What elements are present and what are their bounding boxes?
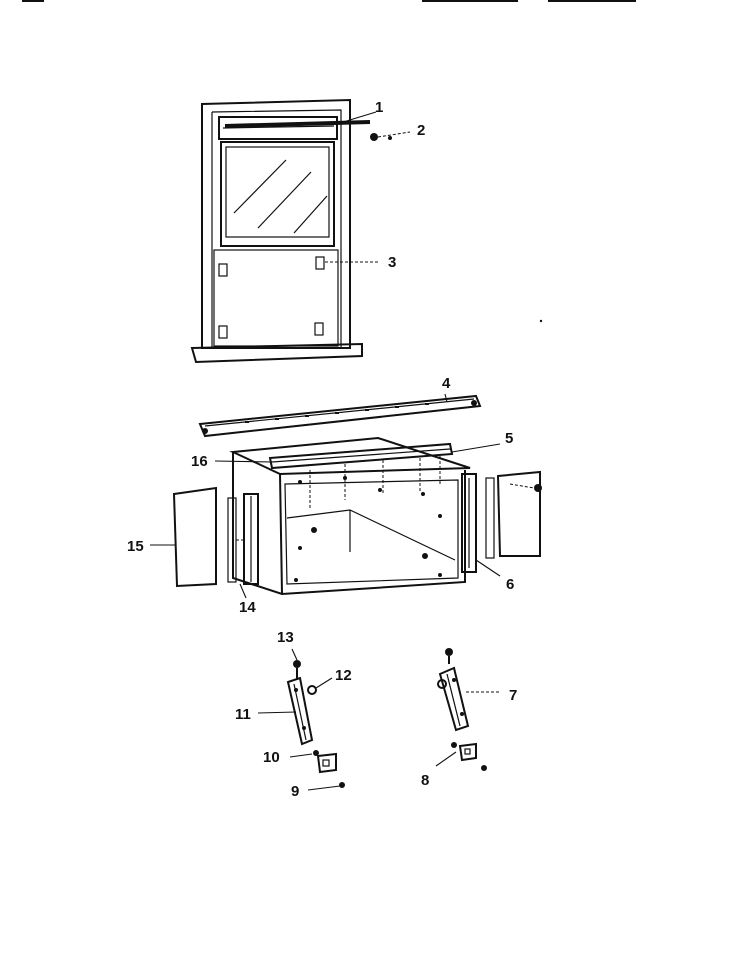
right-bracket-assembly	[435, 648, 500, 771]
label-part-16: 16	[191, 453, 208, 470]
part-2-screw	[370, 131, 411, 141]
label-part-8: 8	[421, 772, 429, 789]
part-16-lead	[214, 460, 273, 463]
window-assembly	[190, 98, 363, 364]
label-part-13: 13	[277, 629, 294, 646]
label-part-10: 10	[263, 749, 280, 766]
label-part-5: 5	[505, 430, 513, 447]
left-bracket-assembly	[257, 648, 345, 791]
cabinet-sleeve	[229, 436, 471, 596]
part-7-bracket	[437, 666, 500, 732]
label-part-9: 9	[291, 783, 299, 800]
part-13-screw	[291, 648, 301, 680]
stray-mark	[539, 319, 543, 323]
part-11-bracket	[257, 676, 314, 746]
label-part-1: 1	[375, 99, 383, 116]
label-part-3: 3	[388, 254, 396, 271]
part-5-top-channel	[268, 442, 501, 470]
label-part-11: 11	[235, 706, 251, 723]
part-9-screw	[307, 782, 345, 791]
part-10-washer	[289, 750, 319, 758]
label-part-14: 14	[239, 599, 256, 616]
label-part-7: 7	[509, 687, 517, 704]
right-side-panel	[496, 470, 542, 557]
label-part-4: 4	[442, 375, 451, 392]
part-14-side-rail	[227, 493, 259, 599]
part-15-side-panel	[150, 486, 217, 588]
part-1-weatherstrip	[224, 111, 377, 128]
label-part-2: 2	[417, 122, 425, 139]
part-4-top-rail	[198, 393, 482, 438]
label-part-6: 6	[506, 576, 514, 593]
part-6-side-rail	[461, 473, 501, 577]
label-part-12: 12	[335, 667, 352, 684]
part-12-nut	[307, 677, 333, 695]
label-part-15: 15	[127, 538, 144, 555]
part-8-clip	[435, 742, 487, 771]
